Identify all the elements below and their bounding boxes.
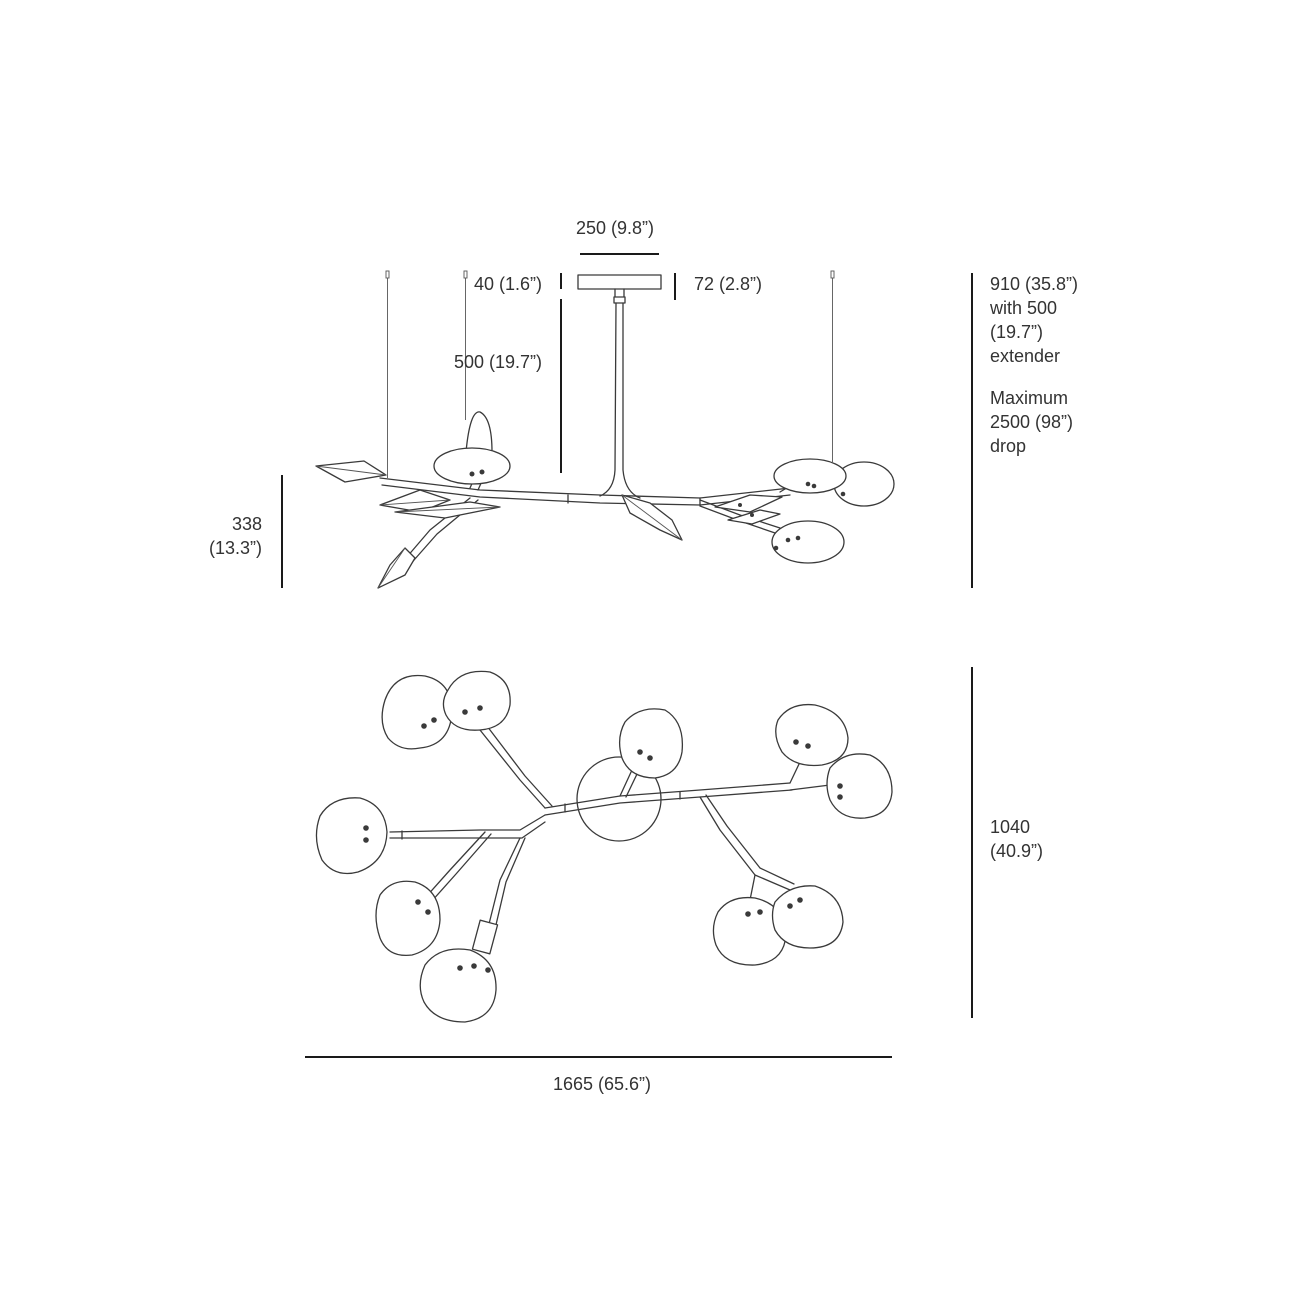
stem (599, 302, 641, 499)
round-shade-plan-7 (375, 880, 441, 957)
label-stem-length: 500 (19.7”) (454, 352, 542, 372)
round-shade-plan-8 (419, 948, 497, 1023)
diamond-shade-bottom (377, 547, 416, 589)
label-overall-height-1: 910 (35.8”) (990, 274, 1078, 294)
round-shade-plan-10 (771, 885, 844, 949)
center-leaf-shade (621, 494, 683, 541)
round-shade-plan-9 (712, 896, 787, 966)
round-shade-plan-5 (826, 753, 893, 819)
round-shade-plan-4 (775, 703, 849, 767)
round-shade-plan-1 (381, 674, 453, 750)
label-overall-height-2: with 500 (989, 298, 1057, 318)
round-shade-plan-6 (315, 797, 388, 875)
label-canopy-width: 250 (9.8”) (576, 218, 654, 238)
label-plan-depth-1: 1040 (990, 817, 1030, 837)
label-overall-height-3: (19.7”) (990, 322, 1043, 342)
round-shade-elev-3 (773, 458, 847, 494)
label-max-drop-3: drop (990, 436, 1026, 456)
plan-dimension-lines (305, 667, 973, 1058)
plan-arms (389, 711, 831, 955)
diamond-shade-left (315, 460, 387, 483)
diamond-shade-lower-left (379, 489, 501, 519)
label-overall-width: 1665 (65.6”) (553, 1074, 651, 1094)
label-canopy-height: 40 (1.6”) (474, 274, 542, 294)
label-max-drop-2: 2500 (98”) (990, 412, 1073, 432)
suspension-cables (385, 270, 835, 478)
round-shade-elev-1 (433, 447, 511, 485)
label-plan-depth-2: (40.9”) (990, 841, 1043, 861)
diamond-shade-right (714, 494, 783, 525)
round-shade-plan-2 (442, 670, 511, 731)
plan-canopy-circle (576, 756, 662, 842)
dimension-labels: 250 (9.8”) 40 (1.6”) 72 (2.8”) 500 (19.7… (209, 218, 1078, 1094)
plan-view (305, 667, 973, 1058)
round-shade-elev-4 (771, 520, 845, 564)
label-max-drop-1: Maximum (990, 388, 1068, 408)
elevation-dimension-lines (281, 253, 973, 588)
upright-shade (465, 411, 493, 453)
label-fixture-height-1: 338 (232, 514, 262, 534)
canopy (577, 274, 662, 304)
elevation-view (281, 253, 973, 589)
round-shade-plan-3 (618, 708, 684, 779)
label-fixture-height-2: (13.3”) (209, 538, 262, 558)
label-overall-height-4: extender (990, 346, 1060, 366)
label-canopy-depth: 72 (2.8”) (694, 274, 762, 294)
